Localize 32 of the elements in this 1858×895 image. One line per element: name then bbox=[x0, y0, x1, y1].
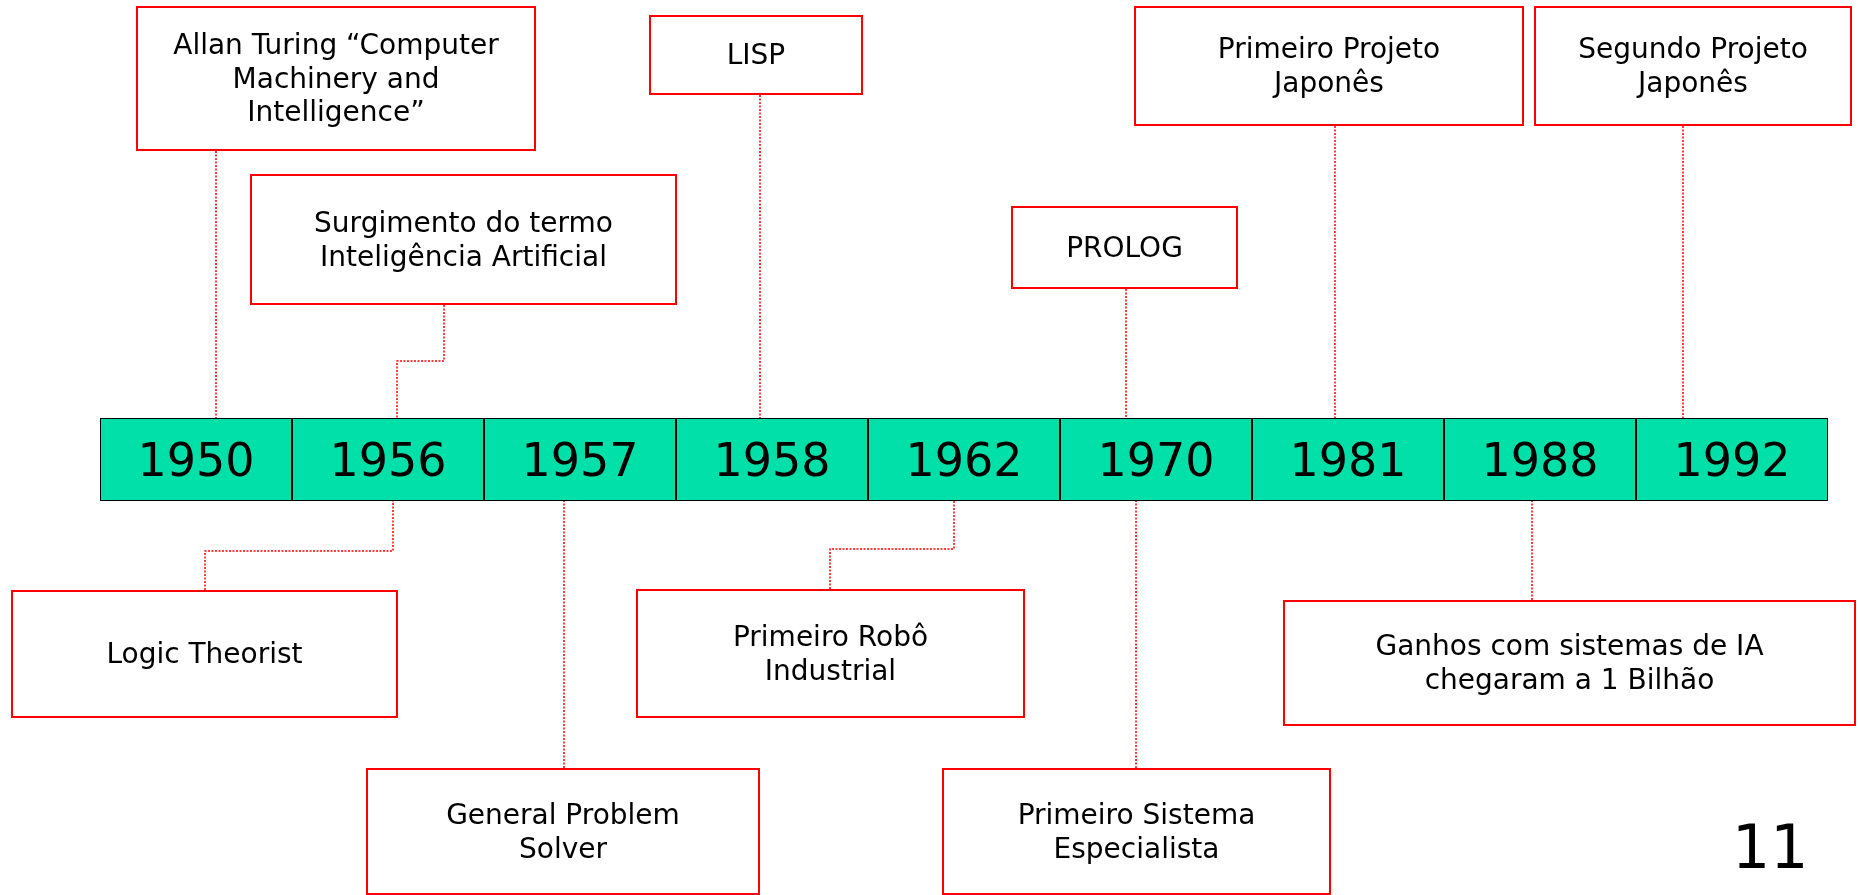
connector-line bbox=[1334, 125, 1336, 419]
connector-line bbox=[1682, 125, 1684, 419]
connector-line bbox=[204, 500, 394, 591]
event-box: Surgimento do termo Inteligência Artificial bbox=[250, 174, 677, 305]
event-box: General Problem Solver bbox=[366, 768, 760, 895]
connector-line bbox=[396, 304, 445, 419]
year-cell: 1956 bbox=[292, 418, 484, 501]
event-box: Ganhos com sistemas de IA chegaram a 1 Bilhão bbox=[1283, 600, 1856, 726]
year-cell: 1981 bbox=[1252, 418, 1444, 501]
event-box: LISP bbox=[649, 15, 863, 95]
year-cell: 1962 bbox=[868, 418, 1060, 501]
event-box: Primeiro Projeto Japonês bbox=[1134, 6, 1524, 126]
connector-line bbox=[1125, 288, 1127, 419]
connector-line bbox=[1135, 500, 1137, 769]
connector-line bbox=[563, 500, 565, 769]
year-cell: 1988 bbox=[1444, 418, 1636, 501]
event-box: Primeiro Sistema Especialista bbox=[942, 768, 1331, 895]
year-cell: 1958 bbox=[676, 418, 868, 501]
connector-line bbox=[215, 150, 217, 419]
year-cell: 1950 bbox=[100, 418, 292, 501]
event-box: Primeiro Robô Industrial bbox=[636, 589, 1025, 718]
page-number: 11 bbox=[1732, 812, 1809, 882]
connector-line bbox=[1531, 500, 1533, 601]
event-box: Logic Theorist bbox=[11, 590, 398, 718]
event-box: PROLOG bbox=[1011, 206, 1238, 289]
year-cell: 1970 bbox=[1060, 418, 1252, 501]
connector-line bbox=[829, 500, 955, 590]
event-box: Segundo Projeto Japonês bbox=[1534, 6, 1852, 126]
year-cell: 1957 bbox=[484, 418, 676, 501]
event-box: Allan Turing “Computer Machinery and Intelligence” bbox=[136, 6, 536, 151]
connector-line bbox=[759, 94, 761, 419]
year-cell: 1992 bbox=[1636, 418, 1828, 501]
